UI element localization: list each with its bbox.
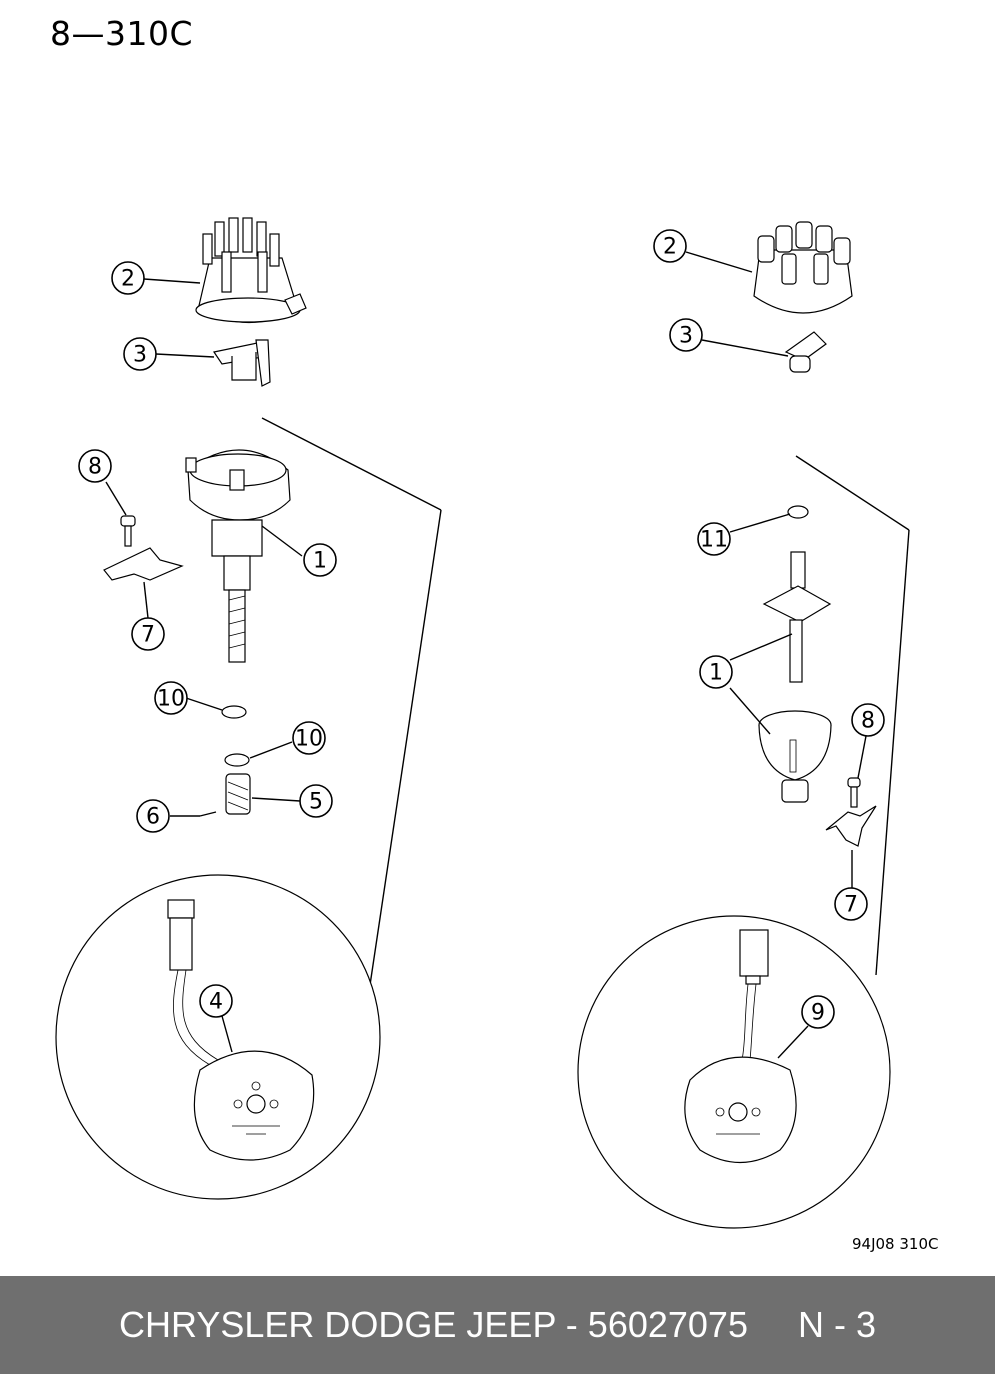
left-washer-lower (224, 753, 250, 767)
callout-left-2: 2 (111, 261, 145, 295)
svg-text:7: 7 (141, 623, 155, 648)
left-hold-down-clamp (103, 547, 184, 581)
right-assembly (577, 221, 910, 1229)
svg-text:6: 6 (146, 805, 160, 830)
svg-text:3: 3 (679, 324, 693, 349)
right-washer (787, 505, 809, 519)
callout-left-3: 3 (123, 337, 157, 371)
left-washer-upper (221, 705, 247, 719)
left-distributor-cap (195, 217, 307, 323)
svg-text:3: 3 (133, 343, 147, 368)
svg-text:1: 1 (313, 549, 327, 574)
left-rotor (213, 339, 271, 387)
page-id: 8—310C (50, 14, 194, 53)
left-roll-pin (199, 811, 217, 817)
svg-text:8: 8 (861, 709, 875, 734)
svg-text:1: 1 (709, 661, 723, 686)
callout-left-6: 6 (136, 799, 170, 833)
left-pickup-assembly (167, 899, 315, 1161)
svg-text:5: 5 (309, 790, 323, 815)
right-rotor (784, 331, 827, 373)
left-distributor-housing (185, 449, 291, 663)
left-drive-gear (225, 773, 251, 815)
callout-left-10-upper: 10 (154, 681, 188, 715)
right-pickup-assembly (684, 929, 797, 1164)
svg-text:2: 2 (663, 235, 677, 260)
left-assembly (55, 217, 442, 1200)
callout-right-8: 8 (851, 703, 885, 737)
right-bolt (847, 777, 861, 808)
svg-text:9: 9 (811, 1001, 825, 1026)
right-distributor-cap (753, 221, 853, 314)
footer-bar: CHRYSLER DODGE JEEP - 56027075 N - 3 (0, 1276, 995, 1374)
svg-text:4: 4 (209, 990, 223, 1015)
right-hold-down-clamp (825, 805, 877, 847)
svg-text:8: 8 (88, 455, 102, 480)
callout-left-5: 5 (299, 784, 333, 818)
callout-left-1: 1 (303, 543, 337, 577)
exploded-parts-diagram: 2 3 8 1 7 10 10 5 6 4 2 3 11 1 8 7 9 (55, 217, 910, 1229)
svg-text:11: 11 (700, 528, 728, 553)
svg-text:10: 10 (295, 727, 323, 752)
callout-left-10-lower: 10 (292, 721, 326, 755)
callout-right-7: 7 (834, 887, 868, 921)
right-distributor-housing (758, 710, 832, 803)
figure-code: 94J08 310C (852, 1235, 939, 1253)
svg-text:7: 7 (844, 893, 858, 918)
callout-left-8: 8 (78, 449, 112, 483)
callout-left-4: 4 (199, 984, 233, 1018)
callout-right-9: 9 (801, 995, 835, 1029)
callout-right-2: 2 (653, 229, 687, 263)
footer-text: CHRYSLER DODGE JEEP - 56027075 N - 3 (119, 1304, 876, 1345)
callout-left-7: 7 (131, 617, 165, 651)
callout-right-1: 1 (699, 655, 733, 689)
right-shaft-assembly (762, 551, 832, 683)
svg-text:10: 10 (157, 687, 185, 712)
callout-right-3: 3 (669, 318, 703, 352)
callout-right-11: 11 (697, 522, 731, 556)
left-bolt (120, 515, 136, 547)
svg-text:2: 2 (121, 267, 135, 292)
